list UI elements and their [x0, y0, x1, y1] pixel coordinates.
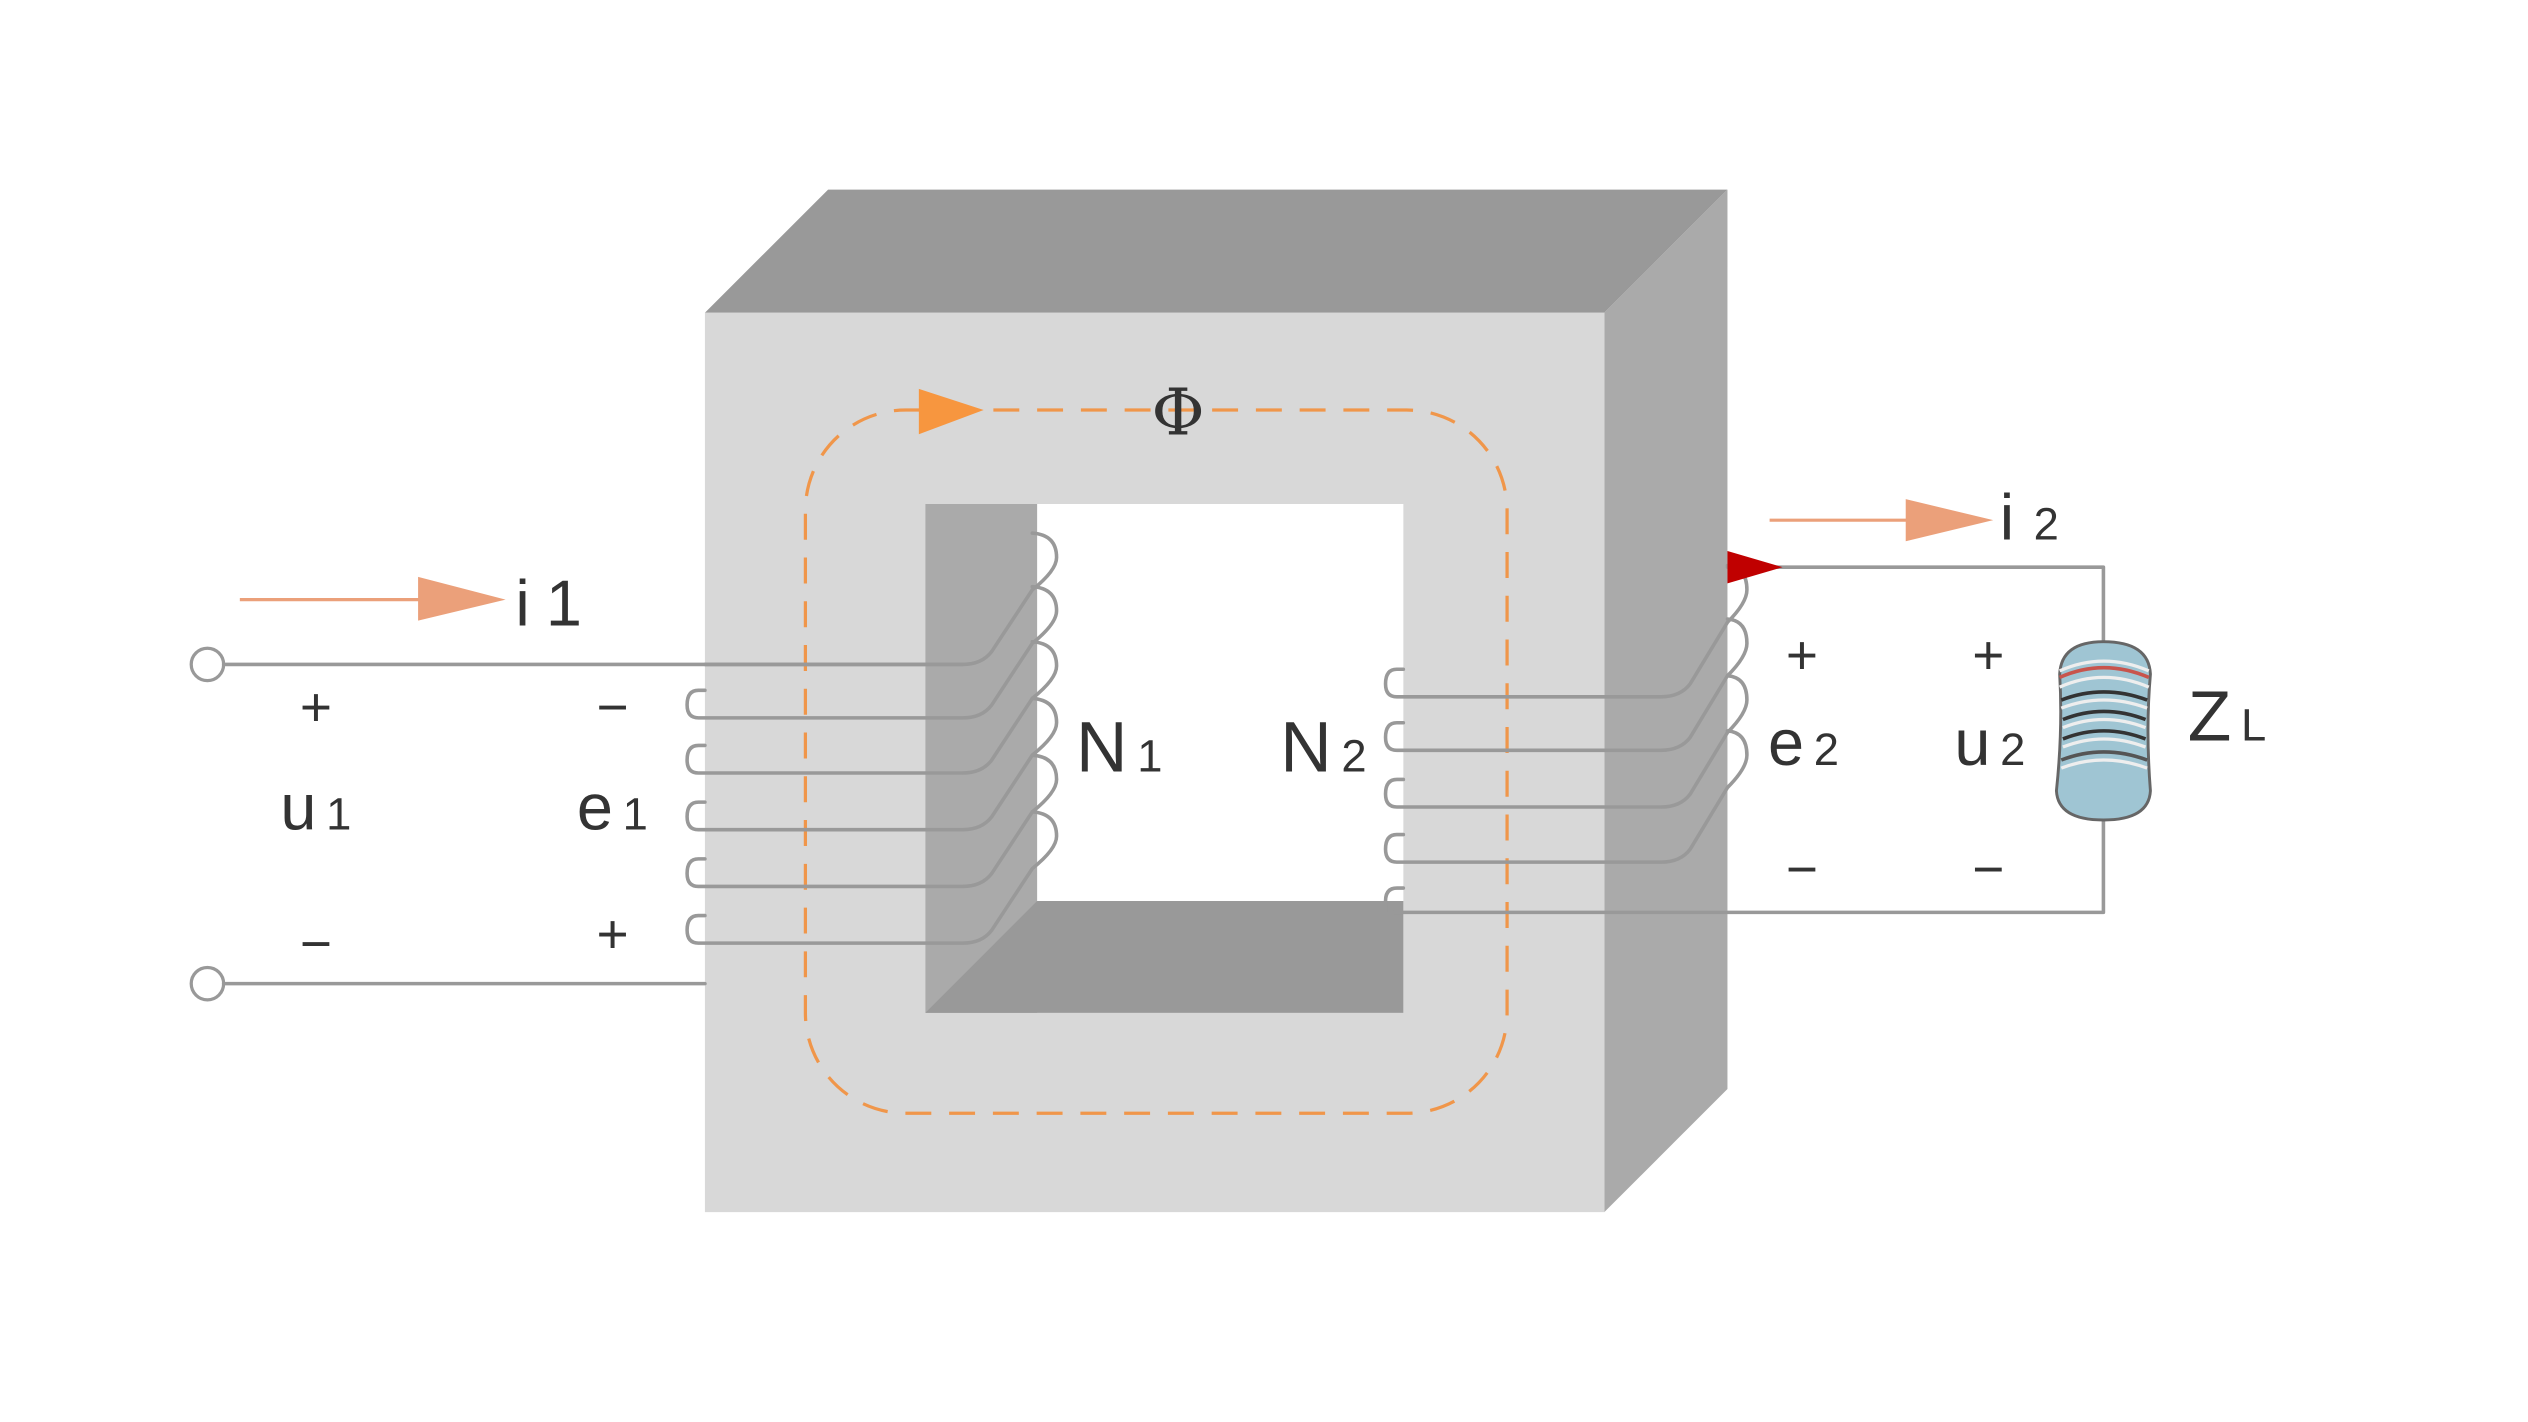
e1-minus: −	[596, 676, 628, 738]
winding-turn	[1383, 673, 1749, 809]
winding-turn	[685, 696, 1059, 832]
e1-plus: +	[596, 903, 628, 965]
winding-turn	[685, 639, 1059, 775]
winding-turn	[1383, 617, 1749, 753]
winding-turn	[685, 810, 1059, 945]
u1-plus: +	[300, 676, 332, 738]
secondary-winding	[1383, 563, 1749, 915]
core-right-face	[1604, 189, 1728, 1213]
winding-turn	[1383, 886, 1406, 915]
u2-plus: +	[1972, 624, 2004, 686]
flux-arrow-icon	[918, 388, 984, 435]
primary-terminal-top[interactable]	[189, 646, 226, 683]
winding-turn	[685, 753, 1059, 889]
e2-plus: +	[1786, 624, 1818, 686]
secondary-output-wire	[1725, 565, 2106, 646]
flux-label: Φ	[1152, 375, 1205, 450]
e2-minus: −	[1786, 838, 1818, 900]
i2-arrow-icon	[1905, 499, 1994, 542]
primary-terminal-bottom[interactable]	[189, 965, 226, 1002]
iron-core	[704, 189, 1728, 1213]
primary-winding	[685, 531, 1059, 945]
winding-turn	[1383, 729, 1749, 864]
core-top-face	[704, 189, 1728, 313]
load-impedance	[2054, 640, 2152, 822]
winding-turn	[685, 584, 1059, 720]
u1-minus: −	[300, 913, 332, 975]
secondary-return-wire	[1391, 813, 2106, 915]
i1-arrow-icon	[418, 576, 506, 621]
core-window-bottom-wall	[925, 901, 1404, 1013]
u2-minus: −	[1972, 838, 2004, 900]
output-arrow-icon	[1727, 550, 1783, 584]
